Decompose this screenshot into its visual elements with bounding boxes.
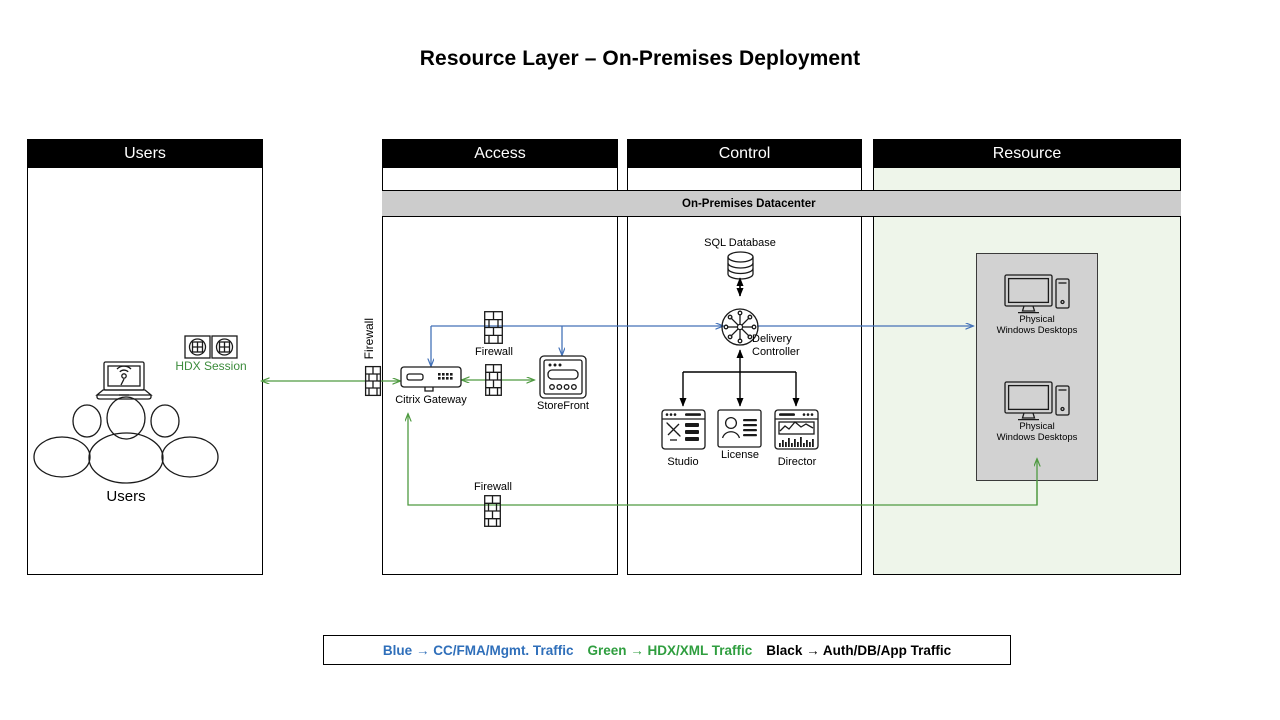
delivery-controller-label-line1: Delivery bbox=[752, 333, 792, 345]
firewall-brick-icon-top bbox=[484, 311, 503, 344]
legend-black-text: Auth/DB/App Traffic bbox=[822, 642, 952, 658]
desktop-top-label-line2: Windows Desktops bbox=[996, 325, 1078, 337]
storefront-label: StoreFront bbox=[537, 400, 589, 412]
perimeter-firewall-label: Firewall bbox=[362, 318, 376, 360]
director-monitoring-icon bbox=[774, 409, 819, 450]
legend-green-entry: Green → HDX/XML Traffic bbox=[587, 643, 752, 658]
storefront-window-icon bbox=[539, 355, 587, 399]
lane-header-access: Access bbox=[382, 139, 618, 168]
lane-label-control: Control bbox=[718, 144, 771, 162]
delivery-controller-label: Delivery Controller bbox=[752, 333, 842, 358]
studio-console-icon bbox=[661, 409, 706, 450]
windows-desktop-pc-icon-top bbox=[1004, 274, 1070, 314]
legend-blue-key: Blue bbox=[382, 642, 413, 658]
legend-black-key: Black bbox=[766, 642, 803, 658]
legend: Blue → CC/FMA/Mgmt. Traffic Green → HDX/… bbox=[323, 635, 1011, 665]
users-group-icon bbox=[33, 396, 219, 484]
hdx-session-windows-icon bbox=[184, 335, 238, 359]
firewall-brick-icon-perimeter bbox=[364, 365, 382, 397]
legend-green-text: HDX/XML Traffic bbox=[647, 642, 753, 658]
windows-desktop-pc-icon-bottom bbox=[1004, 381, 1070, 421]
lane-header-resource: Resource bbox=[873, 139, 1181, 168]
sql-database-label: SQL Database bbox=[704, 237, 776, 249]
firewall-brick-icon-bottom bbox=[484, 495, 501, 527]
legend-green-key: Green bbox=[587, 642, 627, 658]
studio-label: Studio bbox=[667, 456, 699, 468]
laptop-icon bbox=[95, 361, 153, 400]
legend-black-arrow-icon: → bbox=[806, 642, 820, 658]
license-label: License bbox=[721, 449, 759, 461]
citrix-gateway-appliance-icon bbox=[400, 366, 462, 392]
lane-label-access: Access bbox=[474, 144, 526, 162]
desktop-top-label: Physical Windows Desktops bbox=[967, 314, 1107, 337]
firewall-bottom-label: Firewall bbox=[474, 481, 512, 493]
lane-header-users: Users bbox=[27, 139, 263, 168]
users-label: Users bbox=[106, 488, 146, 505]
director-label: Director bbox=[777, 456, 817, 468]
delivery-controller-hub-icon bbox=[721, 308, 759, 346]
desktop-bottom-label: Physical Windows Desktops bbox=[967, 421, 1107, 444]
legend-black-entry: Black → Auth/DB/App Traffic bbox=[766, 643, 951, 658]
datacenter-band: On-Premises Datacenter bbox=[382, 190, 1181, 217]
database-cylinder-icon bbox=[727, 251, 754, 280]
legend-green-arrow-icon: → bbox=[630, 642, 644, 658]
license-card-icon bbox=[717, 409, 762, 448]
datacenter-label: On-Premises Datacenter bbox=[682, 197, 816, 210]
firewall-brick-icon-mid bbox=[485, 364, 502, 396]
firewall-top-label: Firewall bbox=[475, 346, 513, 358]
lane-users bbox=[27, 139, 263, 575]
legend-blue-text: CC/FMA/Mgmt. Traffic bbox=[433, 642, 574, 658]
legend-blue-arrow-icon: → bbox=[415, 642, 430, 658]
hdx-session-label: HDX Session bbox=[175, 359, 247, 373]
lane-label-resource: Resource bbox=[992, 144, 1062, 162]
lane-label-users: Users bbox=[124, 144, 166, 162]
lane-header-control: Control bbox=[627, 139, 862, 168]
desktop-bottom-label-line2: Windows Desktops bbox=[996, 432, 1078, 444]
delivery-controller-label-line2: Controller bbox=[752, 345, 800, 358]
desktop-bottom-label-line1: Physical bbox=[1019, 421, 1055, 432]
citrix-gateway-label: Citrix Gateway bbox=[395, 394, 467, 406]
page-title: Resource Layer – On-Premises Deployment bbox=[419, 47, 861, 70]
legend-blue-entry: Blue → CC/FMA/Mgmt. Traffic bbox=[383, 643, 574, 658]
desktop-top-label-line1: Physical bbox=[1019, 314, 1055, 325]
